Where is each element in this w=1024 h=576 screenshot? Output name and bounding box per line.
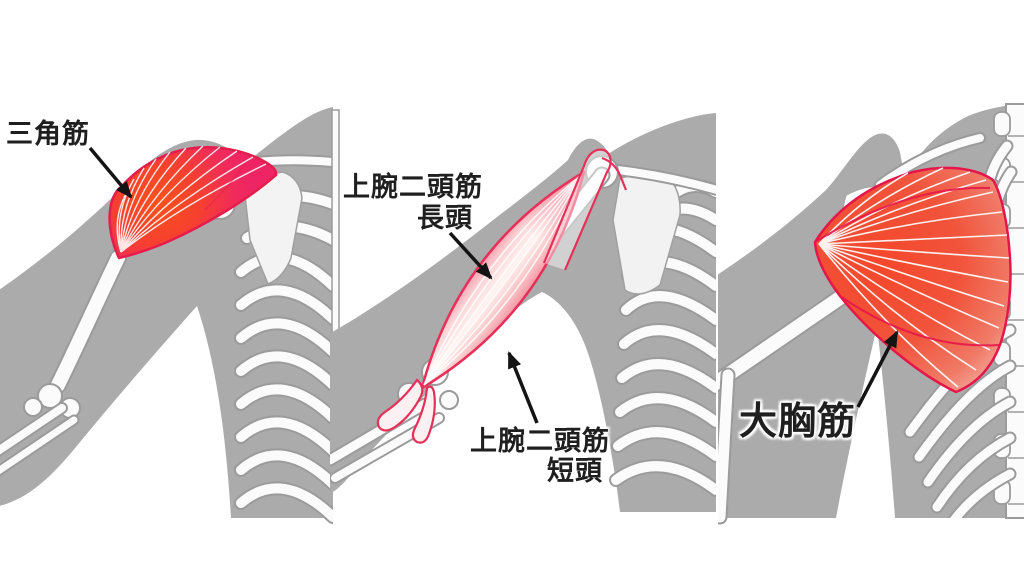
humerus [51, 251, 125, 392]
forearm-bones [0, 416, 78, 475]
arm-bones [0, 249, 127, 477]
biceps-muscle [376, 148, 628, 444]
clavicle [876, 134, 984, 189]
label-pectoralis: 大胸筋 [739, 401, 857, 443]
muscle-fibers [116, 145, 267, 253]
panel-biceps-illustration [330, 109, 716, 512]
sternal-division-line [839, 295, 1000, 347]
label-biceps-short-head-line2: 短頭 [547, 456, 603, 486]
clavicular-division-line [814, 186, 991, 243]
pectoralis-muscle [813, 166, 1012, 394]
long-head-tendon-loop [542, 148, 612, 271]
scapula [242, 171, 303, 285]
deltoid-arrow [88, 146, 133, 199]
pectoralis-arrow [856, 330, 899, 408]
long-head-arrow [448, 231, 493, 280]
label-biceps-long-head-line1: 上腕二頭筋 [343, 172, 483, 202]
short-head-arrow [507, 351, 539, 424]
clavicle [613, 166, 716, 194]
label-biceps-short-head-line1: 上腕二頭筋 [470, 426, 610, 456]
distal-tendon-b [411, 385, 436, 444]
label-biceps-long-head-line2: 長頭 [417, 203, 473, 233]
muscle-fibers [818, 167, 1010, 388]
panel-deltoid-illustration [0, 107, 333, 524]
distal-tendon-a [376, 378, 424, 432]
panel-pectoralis-illustration [718, 103, 1024, 525]
label-deltoid: 三角筋 [6, 119, 90, 149]
short-head-tendon [601, 156, 628, 191]
